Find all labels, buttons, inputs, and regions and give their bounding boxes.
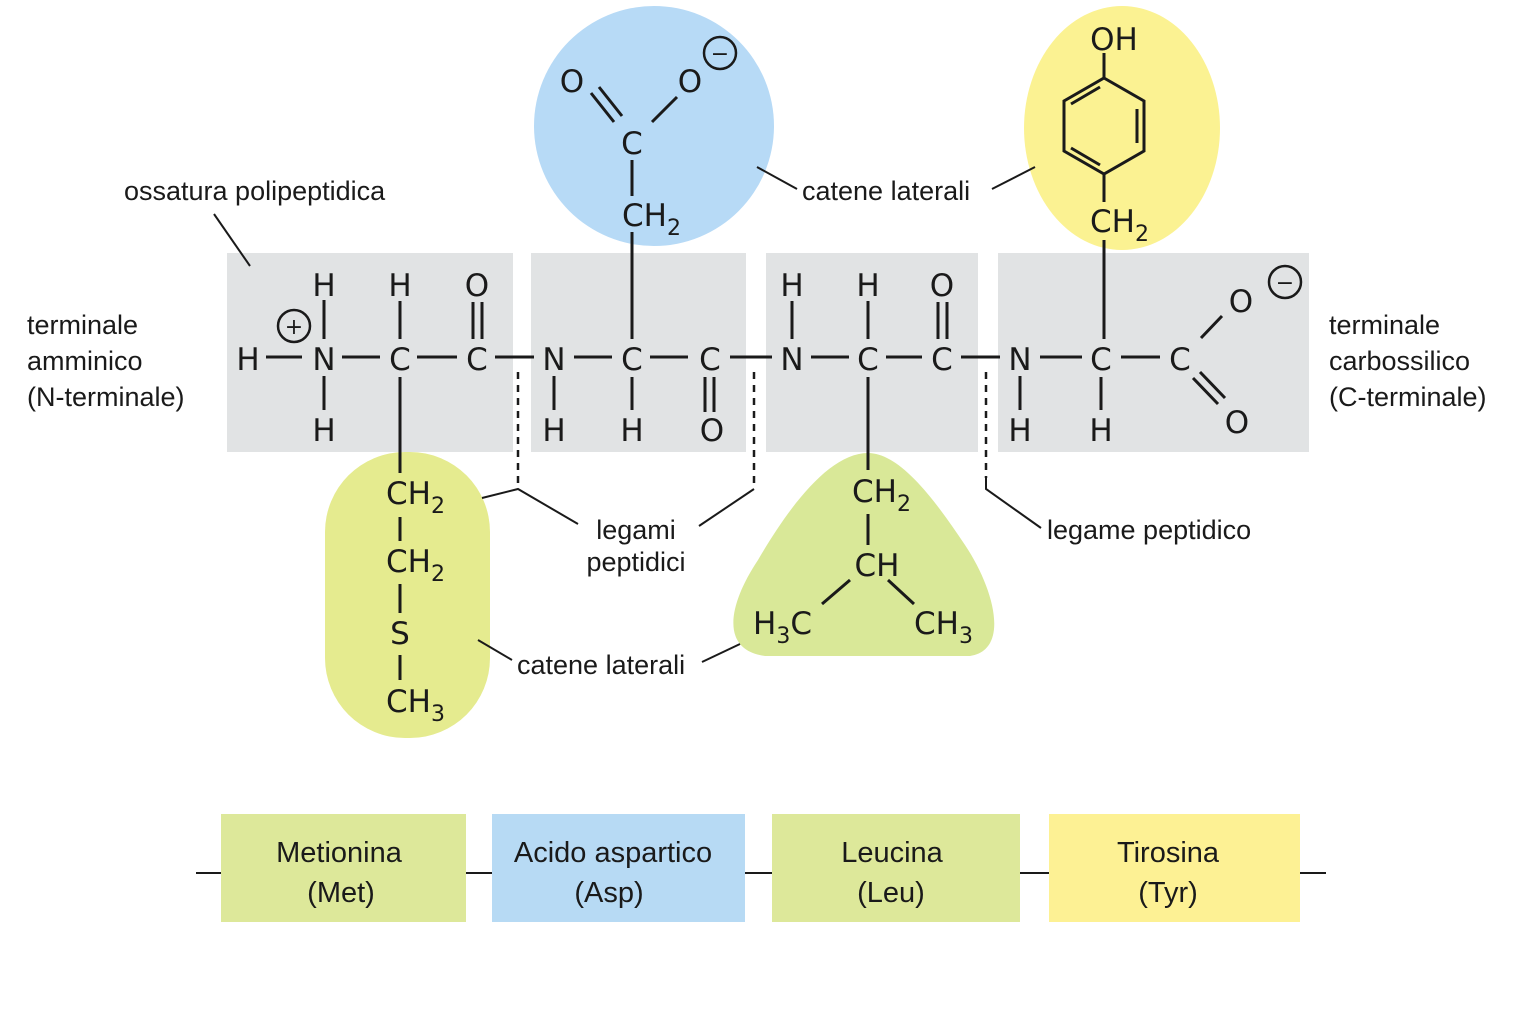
atom-o: O [678,64,702,100]
atom-h3c: H3C [753,606,812,649]
atom-h: H [312,268,335,304]
atom-o: O [465,268,489,304]
residue-abbr: (Leu) [857,877,925,909]
atom-c: C [621,342,643,378]
atom-ch: CH [855,548,900,584]
svg-text:−: − [1276,271,1294,296]
annotations: ossatura polipeptidica catene laterali c… [27,176,1487,680]
atom-ch2: CH2 [1090,204,1149,247]
atom-h: H [236,342,259,378]
atom-n: N [780,342,803,378]
atom-o: O [700,413,724,449]
atom-ch3: CH3 [914,606,973,649]
n-terminal-label: amminico [27,346,143,376]
atom-o: O [1225,405,1249,441]
charge-plus-icon: + [276,308,312,344]
side-chains-label-top: catene laterali [802,176,970,206]
backbone-blocks [227,253,1309,452]
svg-text:+: + [285,315,303,340]
atom-h: H [620,413,643,449]
charge-minus-icon: − [1267,264,1303,300]
atom-s: S [390,616,410,652]
residue-box-met [221,814,466,922]
atom-ch2: CH2 [852,474,911,517]
residue-abbr: (Tyr) [1138,877,1198,909]
atom-c: C [621,126,643,162]
atom-n: N [1008,342,1031,378]
atom-c: C [389,342,411,378]
atom-oh: OH [1090,22,1138,58]
n-terminal-label: (N-terminale) [27,382,185,412]
residue-name: Acido aspartico [514,837,712,869]
svg-text:−: − [711,42,729,67]
n-terminal-label: terminale [27,310,138,340]
met-side-chain-highlight [325,452,490,738]
atom-o: O [1229,284,1253,320]
atom-c: C [466,342,488,378]
backbone-block-4 [998,253,1309,452]
backbone-label: ossatura polipeptidica [124,176,386,206]
residue-box-asp [492,814,745,922]
residue-name: Tirosina [1117,837,1220,869]
leu-side-chain-highlight [733,453,995,656]
backbone-block-1 [227,253,513,452]
atom-h: H [388,268,411,304]
atom-n: N [542,342,565,378]
atom-o: O [560,64,584,100]
atom-c: C [931,342,953,378]
atom-c: C [1090,342,1112,378]
charge-minus-icon: − [702,35,738,71]
side-chains-label-bottom: catene laterali [517,650,685,680]
atom-h: H [312,413,335,449]
atom-c: C [857,342,879,378]
backbone-block-2 [531,253,746,452]
atom-ch2: CH2 [622,198,681,241]
atom-n: N [312,342,335,378]
atom-c: C [699,342,721,378]
asp-side-chain-highlight [534,6,774,246]
residue-name: Metionina [276,837,403,869]
residue-abbr: (Asp) [574,877,643,909]
c-terminal-label: (C-terminale) [1329,382,1487,412]
residue-name: Leucina [841,837,943,869]
peptide-bonds-label: peptidici [586,547,685,577]
atom-h: H [780,268,803,304]
bonds [266,53,1227,680]
atom-c: C [1169,342,1191,378]
atom-ch2: CH2 [386,476,445,519]
atom-h: H [1008,413,1031,449]
leader-lines [213,166,1042,663]
atom-ch2: CH2 [386,544,445,587]
residue-abbr: (Met) [307,877,375,909]
residue-box-leu [772,814,1020,922]
tyr-side-chain-highlight [1024,6,1220,250]
peptide-bond-markers [516,372,988,489]
backbone-block-3 [766,253,978,452]
atom-h: H [1089,413,1112,449]
c-terminal-label: carbossilico [1329,346,1470,376]
atom-labels: H N H H C H C O CH2 CH2 S CH3 N H C H C … [236,22,1253,727]
residue-box-tyr [1049,814,1300,922]
peptide-bonds-label: legami [596,515,676,545]
residue-sequence: Metionina (Met) Acido aspartico (Asp) Le… [196,814,1326,922]
atom-ch3: CH3 [386,684,445,727]
atom-o: O [930,268,954,304]
c-terminal-label: terminale [1329,310,1440,340]
peptide-bond-label: legame peptidico [1047,515,1251,545]
atom-h: H [542,413,565,449]
atom-h: H [856,268,879,304]
